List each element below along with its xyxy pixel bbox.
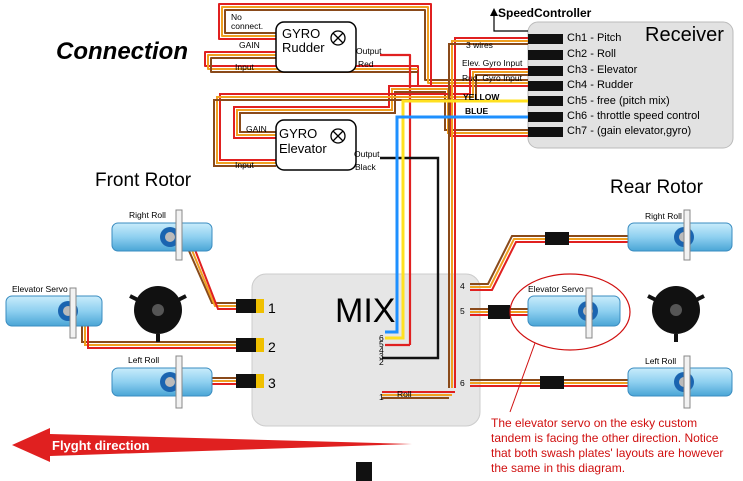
gyro-rudder-line1: GYRO: [282, 26, 321, 41]
rear-left-roll-label: Left Roll: [645, 356, 677, 366]
gyro-elevator-gain-label: GAIN: [246, 124, 267, 134]
bottom-marker: [356, 462, 372, 481]
rear-servo-plugs: [488, 232, 569, 389]
servo-front-right-roll: [111, 209, 213, 261]
gyro-elevator-wire-label: Black: [355, 162, 376, 172]
speed-controller-arrow: [490, 8, 498, 16]
receiver-channel: Ch5 - free (pitch mix): [567, 95, 670, 107]
receiver-channel: Ch1 - Pitch: [567, 32, 622, 44]
gyro-rudder-input-label: Input: [235, 62, 254, 72]
front-servo-plugs: [236, 299, 264, 388]
gyro-rudder-output-label: Output: [356, 46, 382, 56]
rear-rotor-title: Rear Rotor: [610, 177, 703, 198]
gyro-elevator-output-label: Output: [354, 149, 380, 159]
blue-label: BLUE: [465, 106, 489, 116]
receiver-channel: Ch7 - (gain elevator,gyro): [567, 125, 692, 137]
receiver-channel: Ch2 - Roll: [567, 48, 616, 60]
mix-inner-port-label: 6: [379, 333, 384, 343]
gyro-rudder-box: [275, 21, 357, 73]
rear-elevator-servo-label: Elevator Servo: [528, 284, 584, 294]
mix-port-label: 6: [460, 378, 465, 388]
note-pointer: [509, 342, 536, 413]
servo-rear-right-roll: [627, 209, 733, 261]
front-elevator-servo-label: Elevator Servo: [12, 284, 68, 294]
yellow-label: YELLOW: [463, 92, 500, 102]
mix-port-label: 3: [268, 375, 276, 391]
yellow-wire: [385, 99, 528, 340]
mix-title: MIX: [335, 292, 396, 330]
gyro-elevator-line1: GYRO: [279, 126, 318, 141]
servo-rear-elevator: [527, 287, 621, 339]
front-right-roll-label: Right Roll: [129, 210, 166, 220]
gyro-rudder-line2: Rudder: [282, 40, 325, 55]
mix-inner-port-label: 5: [379, 339, 384, 349]
gyro-elevator-input-label: Input: [235, 160, 254, 170]
note-ellipse: [509, 273, 631, 351]
no-connect-label-1: No: [231, 12, 242, 22]
mix-inner-port-label: 4: [379, 345, 384, 355]
rear-right-roll-label: Right Roll: [645, 211, 682, 221]
front-left-roll-label: Left Roll: [128, 355, 160, 365]
note-text: The elevator servo on the esky custom ta…: [491, 416, 724, 475]
swash-plate-front: [129, 286, 187, 342]
mix-input-1-label: 1: [379, 392, 384, 402]
servo-front-left-roll: [111, 355, 213, 409]
blue-wire: [385, 115, 528, 334]
gyro-knob-icon: [330, 30, 346, 144]
mix-port-label: 1: [268, 300, 276, 316]
elev-gyro-input-label: Elev. Gyro Input: [462, 58, 523, 68]
servo-front-elevator: [5, 287, 103, 339]
three-wires-label: 3 wires: [466, 40, 493, 50]
rud-gyro-input-label: Rud. Gyro Input: [462, 73, 523, 83]
mix-port-label: 5: [460, 306, 465, 316]
servo-rear-left-roll: [627, 355, 733, 409]
rear-servo-wires: [470, 235, 630, 387]
mix-port-label: 2: [268, 339, 276, 355]
swash-plate-rear: [647, 286, 705, 342]
gyro-elevator-line2: Elevator: [279, 141, 327, 156]
mix-port-label: 4: [460, 281, 465, 291]
mix-inner-port-label: 3: [379, 351, 384, 361]
flight-direction-arrow: [12, 428, 412, 462]
receiver-plugs: [528, 34, 563, 137]
receiver-title: Receiver: [645, 24, 724, 46]
receiver-channel: Ch4 - Rudder: [567, 79, 634, 91]
flight-direction-label: Flyght direction: [52, 438, 150, 453]
gyro-rudder-wire-label: Red: [358, 59, 374, 69]
speed-controller-line: [493, 14, 528, 32]
ch1-wires: [382, 37, 528, 399]
no-connect-label-2: connect.: [231, 21, 264, 31]
gyro-elevator-box: [275, 119, 357, 171]
receiver-channel: Ch3 - Elevator: [567, 64, 638, 76]
receiver-channel: Ch6 - throttle speed control: [567, 110, 700, 122]
mix-inner-port-label: 2: [379, 357, 384, 367]
page-title: Connection: [56, 38, 188, 65]
gyro-rudder-gain-label: GAIN: [239, 40, 260, 50]
front-rotor-title: Front Rotor: [95, 170, 192, 191]
speed-controller-label: SpeedController: [498, 6, 592, 20]
mix-roll-label: Roll: [397, 389, 412, 399]
